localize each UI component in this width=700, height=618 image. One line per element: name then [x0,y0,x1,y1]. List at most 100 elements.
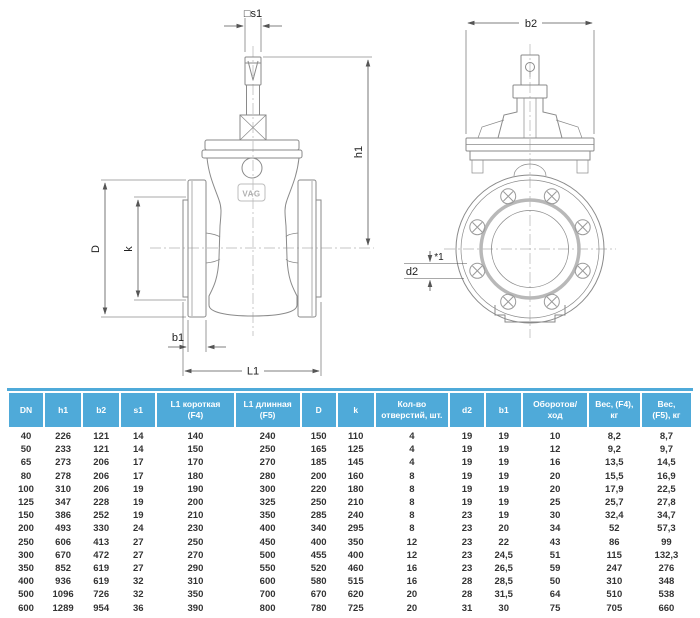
side-view-dim-labels: b2 *1 d2 [406,18,537,278]
table-cell: 31 [461,602,473,614]
table-cell: 32 [132,589,144,601]
column-header-1: h1 [45,393,82,427]
table-cell: 8 [409,510,415,522]
table-cell: 57,3 [657,523,676,535]
table-cell: 250 [187,536,204,548]
table-cell: 80 [20,470,32,482]
table-cell: 13,5 [605,457,624,469]
table-cell: 160 [347,470,364,482]
table-cell: 10 [549,431,561,443]
table-cell: 1289 [52,602,74,614]
valve-drawing-svg: VAG [90,8,616,378]
table-cell: 36 [132,602,144,614]
table-cell: 455 [310,549,327,561]
table-cell: 200 [187,497,204,509]
table-cell: 606 [55,536,72,548]
left-flange [182,179,207,318]
table-top-border [7,388,693,391]
table-cell: 600 [18,602,34,614]
table-cell: 550 [259,562,276,574]
table-cell: 400 [347,549,364,561]
table-cell: 51 [549,549,561,561]
table-cell: 250 [310,497,327,509]
table-cell: 472 [93,549,110,561]
dim-D [101,179,186,318]
valve-body-outline [206,157,300,317]
column-header-6: D [301,393,336,427]
table-cell: 150 [18,510,34,522]
table-cell: 619 [93,576,110,588]
table-cell: 12 [549,444,561,456]
table-cell: 8 [409,497,415,509]
table-cell: 110 [348,431,364,443]
table-cell: 34,7 [657,510,676,522]
table-cell: 270 [187,549,204,561]
column-header-13: Вес, (F5), кг [641,393,691,427]
table-cell: 23 [461,562,473,574]
table-cell: 27 [132,549,144,561]
table-cell: 52 [609,523,620,535]
table-cell: 460 [347,562,364,574]
table-cell: 400 [18,576,34,588]
table-cell: 4 [409,444,415,456]
table-cell: 8 [409,470,415,482]
table-cell: 280 [259,470,276,482]
stem-boss [241,157,263,179]
dim-label-s1: □s1 [244,8,262,20]
table-cell: 23 [461,536,473,548]
table-cell: 17,9 [605,483,624,495]
column-header-7: k [337,393,374,427]
table-cell: 300 [18,549,34,561]
column-header-0: DN [9,393,44,427]
table-cell: 27,8 [657,497,676,509]
table-cell: 99 [661,536,672,548]
table-cell: 34 [549,523,561,535]
table-cell: 670 [55,549,72,561]
table-cell: 20 [549,470,561,482]
table-cell: 538 [658,589,675,601]
table-cell: 290 [187,562,204,574]
table-cell: 500 [18,589,34,601]
table-cell: 19 [132,483,144,495]
table-cell: 200 [310,470,327,482]
front-view-dimensions [101,18,372,377]
table-cell: 140 [187,431,204,443]
table-cell: 233 [55,444,72,456]
table-cell: 600 [259,576,276,588]
table-cell: 700 [259,589,276,601]
table-cell: 17 [132,457,144,469]
column-header-11: Оборотов/ ход [523,393,587,427]
table-cell: 310 [187,576,204,588]
table-cell: 17 [132,470,144,482]
side-flange-face [455,174,605,324]
table-cell: 252 [93,510,110,522]
table-cell: 250 [259,444,276,456]
table-cell: 220 [310,483,327,495]
table-cell: 954 [93,602,110,614]
column-header-8: Кол-во отверстий, шт. [375,393,448,427]
dim-h1 [263,56,372,246]
table-cell: 25,7 [605,497,624,509]
table-cell: 15,5 [605,470,624,482]
table-cell: 23 [461,549,473,561]
table-cell: 22,5 [657,483,676,495]
side-bonnet-flange [465,137,595,177]
table-cell: 620 [347,589,364,601]
table-cell: 278 [55,470,72,482]
table-cell: 24,5 [494,549,513,561]
table-cell: 170 [187,457,204,469]
table-cell: 705 [606,602,623,614]
table-cell: 30 [498,602,509,614]
table-cell: 350 [187,589,204,601]
table-cell: 19 [132,510,144,522]
table-cell: 206 [93,483,110,495]
dim-s1 [224,18,282,52]
table-cell: 40 [20,431,32,443]
